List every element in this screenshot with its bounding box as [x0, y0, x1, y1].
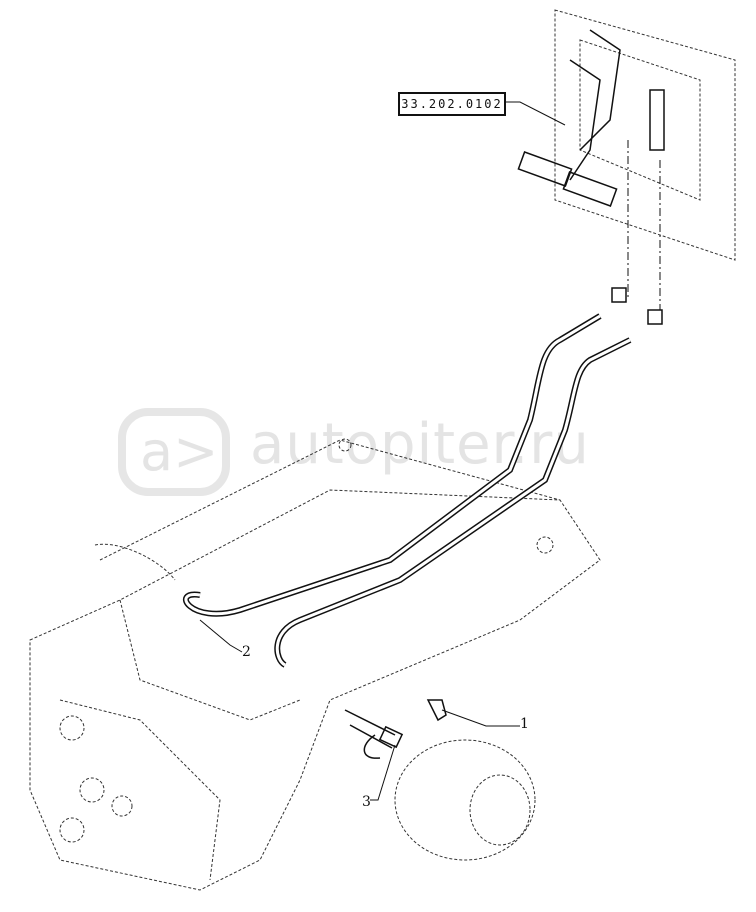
- callout-3: 3: [362, 794, 371, 810]
- callout-1: 1: [520, 716, 529, 732]
- hose-3: [344, 709, 396, 759]
- leader-lines: [199, 101, 566, 801]
- tractor-frame: [29, 438, 601, 891]
- pedal-bracket-plate: [554, 9, 736, 261]
- watermark-text: autopiter.ru: [250, 412, 590, 477]
- watermark-logo: a>: [118, 408, 230, 496]
- pipe-fittings: [378, 287, 663, 749]
- brake-pipe-outer: [183, 313, 632, 668]
- callout-2: 2: [242, 644, 251, 660]
- brake-pedals: [517, 29, 665, 207]
- reference-label[interactable]: 33.202.0102: [398, 92, 506, 116]
- center-lines: [627, 140, 661, 310]
- watermark-logo-text: a>: [140, 420, 219, 483]
- brake-housing: [394, 739, 536, 861]
- brake-pipe-inner: [184, 314, 631, 667]
